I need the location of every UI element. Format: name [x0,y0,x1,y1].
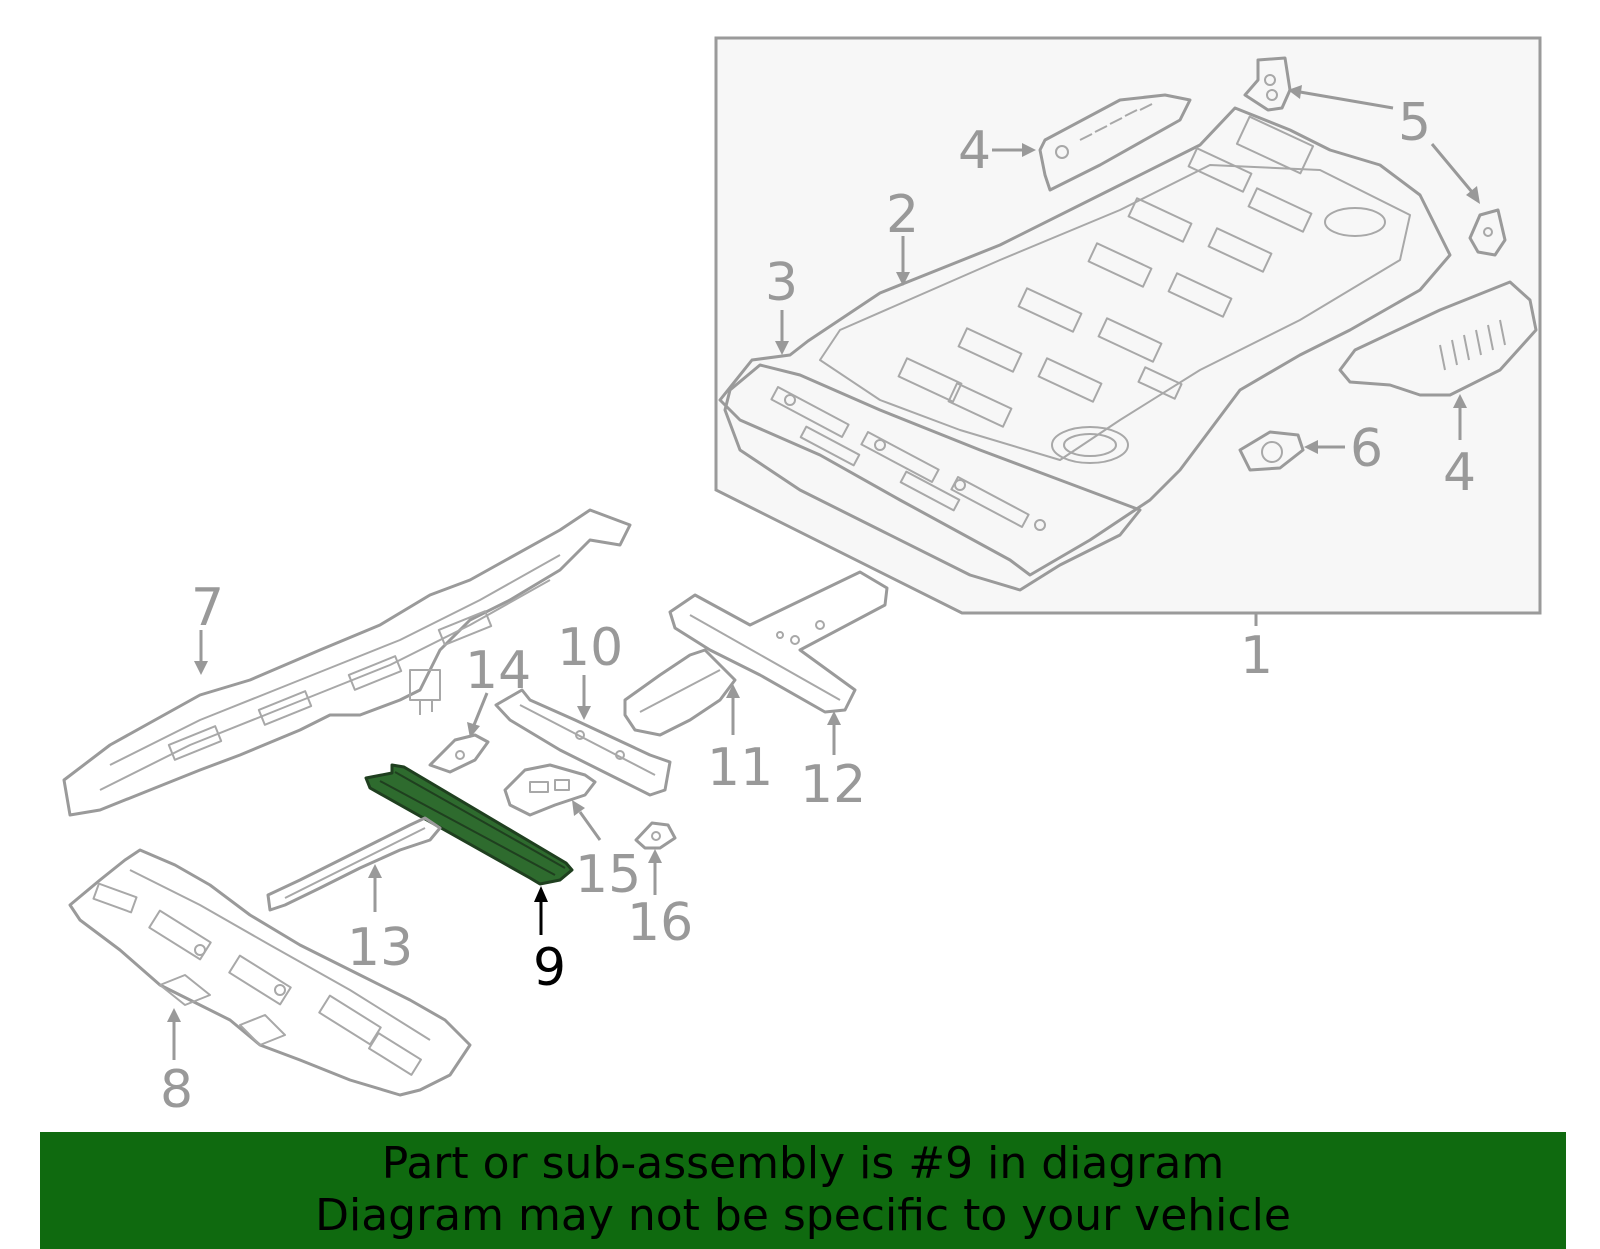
callout-15: 15 [575,845,641,905]
callout-4-upper: 4 [958,121,991,181]
callout-8: 8 [160,1060,193,1120]
callout-11: 11 [707,738,773,798]
callout-labels: 1 2 3 4 4 5 6 7 8 9 10 11 12 13 14 15 16 [160,93,1476,1120]
bracket-part-5[interactable] [1243,56,1507,257]
bracket-part-11[interactable] [623,648,737,737]
rail-part-13[interactable] [266,816,442,912]
callout-10: 10 [557,618,623,678]
side-member-part-7[interactable] [62,508,632,817]
banner-line-2: Diagram may not be specific to your vehi… [315,1190,1291,1241]
callout-14: 14 [465,641,531,701]
info-banner: Part or sub-assembly is #9 in diagram Di… [40,1132,1566,1249]
callout-4-lower: 4 [1443,443,1476,503]
callout-3: 3 [765,253,798,313]
plate-part-6[interactable] [1238,430,1305,472]
leader-arrows [167,85,1480,1060]
bracket-part-15[interactable] [503,763,597,817]
callout-7: 7 [191,578,224,638]
callout-16: 16 [627,893,693,953]
floor-pan-part[interactable] [718,106,1452,592]
bracket-part-16[interactable] [634,821,677,850]
crossmember-part-12[interactable] [668,570,889,714]
crossmember-part-9-highlighted[interactable] [364,763,574,886]
callout-1: 1 [1240,626,1273,686]
floor-pan-assembly-box [714,36,1542,626]
callout-12: 12 [800,755,866,815]
floor-side-panel-lower[interactable] [1338,280,1538,397]
callout-9: 9 [533,938,566,998]
front-floor-part-8[interactable] [68,848,472,1097]
callout-5: 5 [1398,93,1431,153]
callout-13: 13 [347,918,413,978]
banner-line-1: Part or sub-assembly is #9 in diagram [381,1138,1225,1189]
callout-6: 6 [1350,419,1383,479]
callout-2: 2 [886,185,919,245]
crossmember-part-10[interactable] [494,688,672,797]
floor-side-panel-upper[interactable] [1038,93,1192,192]
bracket-part-14[interactable] [428,733,490,774]
